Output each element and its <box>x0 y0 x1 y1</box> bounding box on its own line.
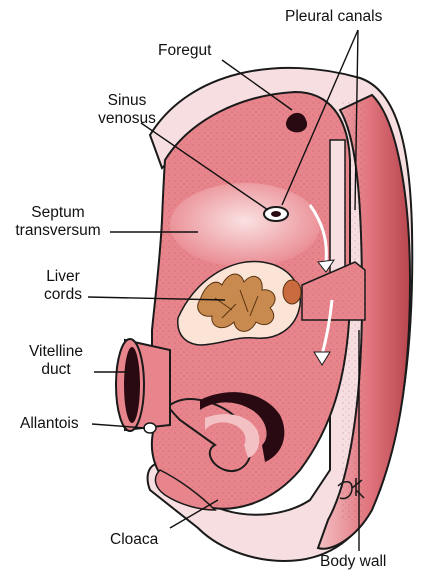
label-cloaca: Cloaca <box>110 531 159 548</box>
leader-allantois <box>91 423 146 429</box>
leader-liver <box>87 296 226 301</box>
cloaca-region <box>154 469 217 511</box>
signature-mark <box>337 478 365 500</box>
septum-transversum <box>170 183 320 267</box>
label-liver-line1: Liver <box>46 268 80 285</box>
leader-pleural-1 <box>281 29 359 206</box>
label-body-wall: Body wall <box>320 553 387 570</box>
label-pleural-canals: Pleural canals <box>285 8 383 25</box>
leader-foregut <box>221 59 293 111</box>
label-allantois: Allantois <box>20 415 79 432</box>
leader-sinus-venosus <box>140 122 269 211</box>
label-septum-line1: Septum <box>31 204 85 221</box>
label-septum-line2: transversum <box>15 222 101 239</box>
label-septum-transversum: Septum transversum <box>8 204 108 240</box>
foregut-lumen <box>286 112 308 133</box>
allantois-tube <box>143 422 157 434</box>
label-foregut: Foregut <box>158 42 212 59</box>
liver-cords <box>197 273 276 332</box>
label-sinus-venosus: Sinus venosus <box>83 92 171 128</box>
hindgut-cavity <box>200 392 285 462</box>
arrow-lower <box>320 299 334 356</box>
label-sinus-venosus-line1: Sinus <box>107 92 147 109</box>
leader-pleural-2 <box>354 29 359 211</box>
label-liver-cords: Liver cords <box>38 268 88 304</box>
arrow-upper <box>308 204 328 263</box>
label-vitelline-line2: duct <box>41 361 71 378</box>
label-vitelline-duct: Vitelline duct <box>18 343 94 379</box>
label-vitelline-line1: Vitelline <box>28 343 83 360</box>
label-liver-line2: cords <box>44 286 82 303</box>
leader-cloaca <box>169 499 219 529</box>
label-sinus-venosus-line2: venosus <box>98 110 156 127</box>
